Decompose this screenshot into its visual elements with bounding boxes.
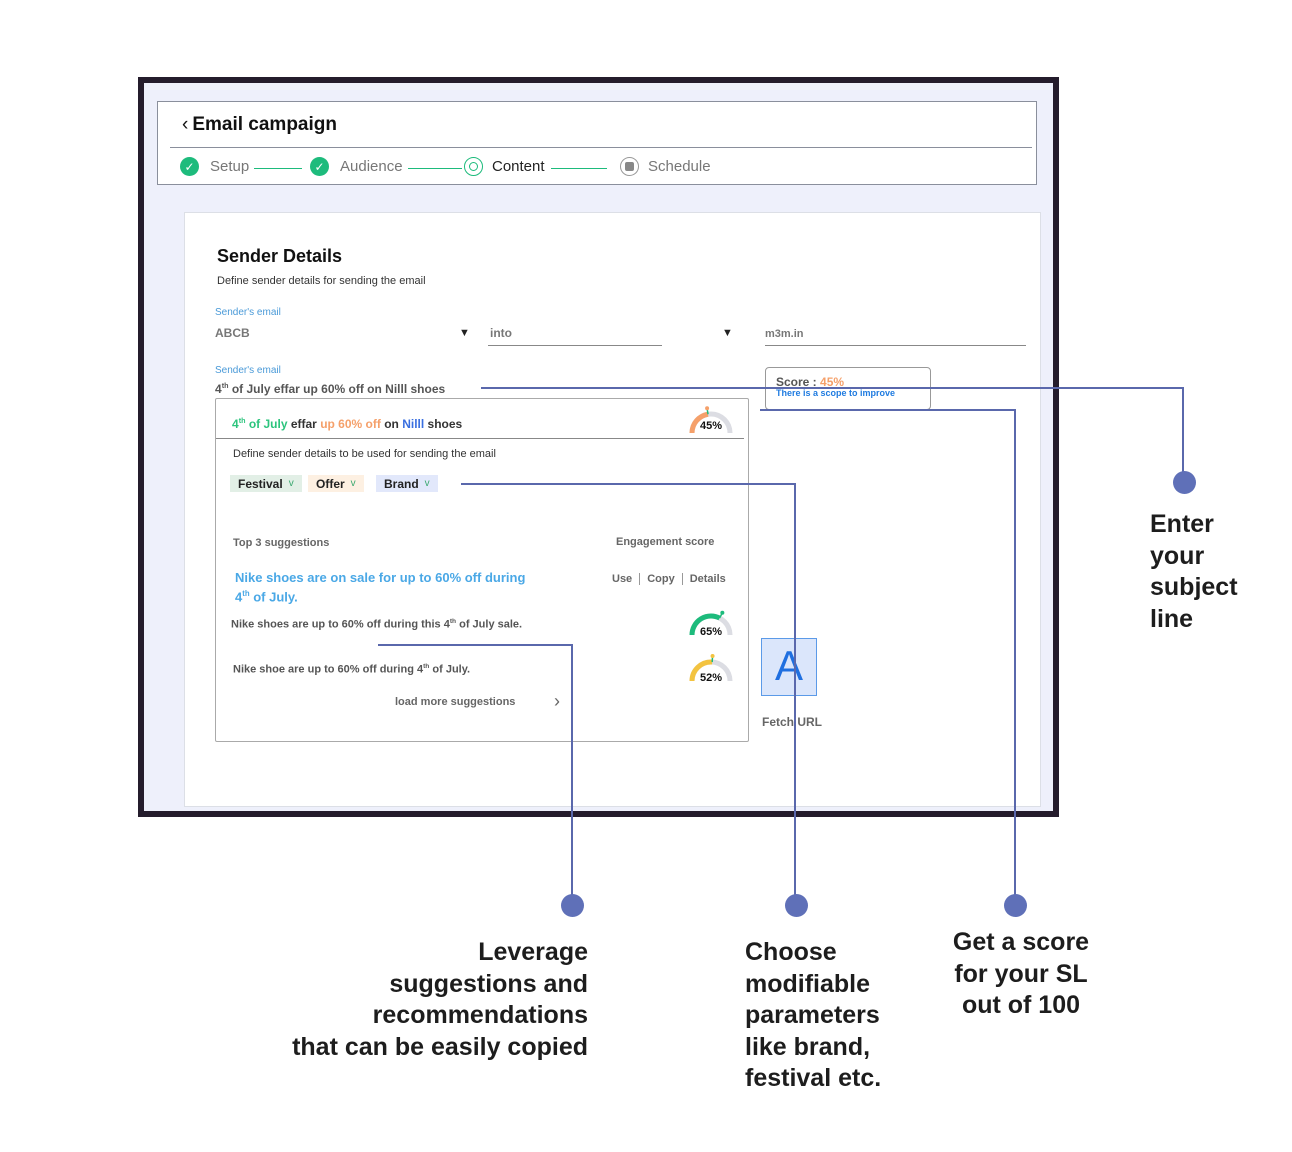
gauge-label: 52% — [700, 672, 723, 684]
load-more-link[interactable]: load more suggestions — [395, 696, 516, 708]
dropdown-arrow-icon[interactable]: ▼ — [722, 327, 733, 339]
chevron-down-icon: v — [424, 478, 430, 489]
sender-prefix-input[interactable]: into — [490, 326, 512, 340]
subject-editor-panel: 4th of July effar up 60% off on Nilll sh… — [215, 398, 749, 742]
connector-dot — [785, 894, 808, 917]
editor-description: Define sender details to be used for sen… — [233, 448, 496, 460]
connector-line — [1182, 387, 1184, 482]
page-header: ‹Email campaign ✓Setup ✓Audience Content… — [157, 101, 1037, 185]
score-gauge — [689, 406, 733, 434]
page-title: ‹Email campaign — [182, 114, 337, 135]
check-icon: ✓ — [310, 157, 329, 176]
gauge-label: 65% — [700, 626, 723, 638]
subject-part: of July — [245, 417, 288, 431]
score-value: 45% — [820, 375, 845, 389]
connector-dot — [1173, 471, 1196, 494]
subject-line-preview[interactable]: 4th of July effar up 60% off on Nilll sh… — [232, 416, 462, 431]
chevron-right-icon[interactable]: › — [554, 691, 560, 711]
engagement-title: Engagement score — [616, 536, 715, 548]
divider — [170, 147, 1032, 148]
divider — [216, 438, 744, 439]
chevron-left-icon[interactable]: ‹ — [182, 114, 189, 135]
field-label: Sender's email — [215, 365, 281, 376]
connector-line — [378, 644, 572, 646]
subject-part: th — [238, 416, 246, 425]
copy-button[interactable]: Copy — [647, 573, 675, 585]
domain-input[interactable]: m3m.in — [765, 328, 804, 340]
subject-part: up 60% off — [320, 417, 381, 431]
step-connector — [408, 168, 462, 169]
gauge-fill — [689, 659, 713, 682]
chevron-down-icon: v — [288, 478, 294, 489]
subject-part: shoes — [424, 417, 463, 431]
step-connector — [551, 168, 607, 169]
gauge-needle-tip — [710, 654, 715, 659]
current-step-icon — [464, 157, 483, 176]
chevron-down-icon: v — [350, 478, 356, 489]
gauge-fill — [689, 613, 721, 636]
connector-line — [794, 483, 796, 905]
connector-dot — [1004, 894, 1027, 917]
suggestion-3[interactable]: Nike shoe are up to 60% off during 4th o… — [233, 663, 471, 676]
section-description: Define sender details for sending the em… — [217, 275, 426, 287]
step-audience[interactable]: ✓Audience — [310, 157, 403, 176]
step-content[interactable]: Content — [464, 157, 545, 176]
subject-part: on — [380, 417, 403, 431]
step-schedule[interactable]: Schedule — [620, 157, 711, 176]
score-hint: There is a scope to improve — [776, 388, 896, 398]
subject-line-input[interactable]: 4th of July effar up 60% off on Nilll sh… — [215, 381, 446, 396]
input-underline — [488, 345, 662, 346]
details-button[interactable]: Details — [689, 573, 726, 585]
connector-line — [760, 409, 1016, 411]
suggestion-2[interactable]: Nike shoes are up to 60% off during this… — [231, 618, 523, 631]
step-setup[interactable]: ✓Setup — [180, 157, 249, 176]
connector-line — [571, 644, 573, 905]
dropdown-arrow-icon[interactable]: ▼ — [459, 327, 470, 339]
connector-line — [461, 483, 796, 485]
fetch-url-icon[interactable]: A — [761, 638, 817, 696]
connector-line — [1014, 409, 1016, 905]
suggestions-title: Top 3 suggestions — [233, 537, 330, 549]
subject-part: Nilll — [402, 417, 425, 431]
gauge-label: 45% — [700, 420, 723, 432]
field-label: Sender's email — [215, 307, 281, 318]
connector-line — [481, 387, 1184, 389]
gauge-needle-tip — [720, 610, 725, 615]
gauge-needle-tip — [705, 406, 710, 411]
step-connector — [254, 168, 302, 169]
input-underline — [765, 345, 1026, 346]
suggestion-1[interactable]: Nike shoes are on sale for up to 60% off… — [235, 570, 526, 605]
fetch-url-label[interactable]: Fetch URL — [762, 715, 822, 729]
subject-part: effar — [287, 417, 321, 431]
score-gauge — [689, 654, 733, 682]
use-button[interactable]: Use — [612, 573, 633, 585]
suggestion-actions: Use Copy Details — [612, 573, 726, 585]
pending-step-icon — [620, 157, 639, 176]
connector-dot — [561, 894, 584, 917]
gauge-fill — [689, 411, 709, 434]
score-gauge — [689, 610, 733, 636]
subject-part: 4 — [232, 417, 239, 431]
section-title: Sender Details — [217, 246, 343, 266]
check-icon: ✓ — [180, 157, 199, 176]
sender-name-select[interactable]: ABCB — [215, 326, 250, 340]
